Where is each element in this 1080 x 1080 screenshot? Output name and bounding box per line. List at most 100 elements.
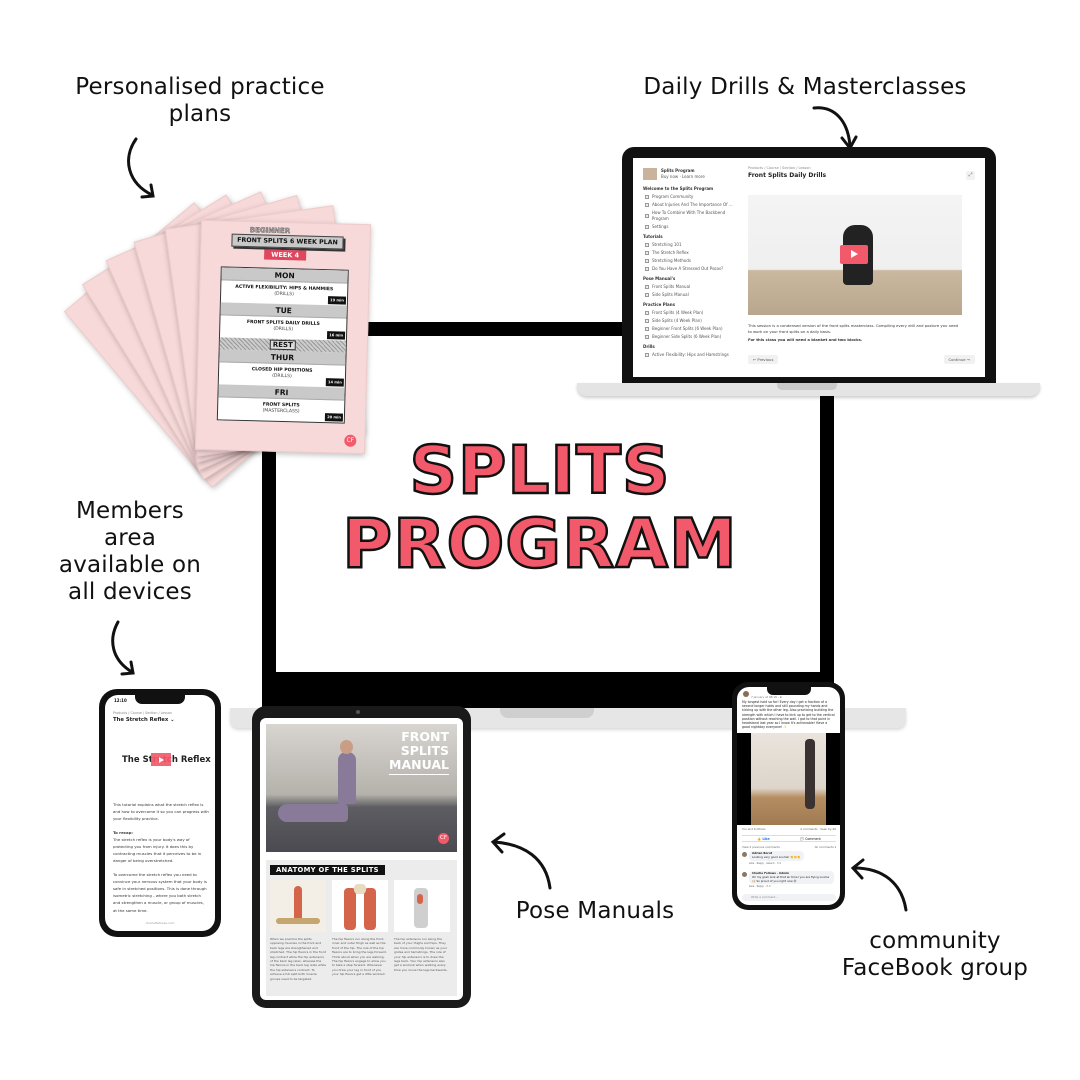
previous-button[interactable]: ← Previous	[748, 355, 779, 364]
lesson-title-dropdown[interactable]: The Stretch Reflex ⌄	[113, 717, 175, 723]
comment-controls: View 2 previous comments All comments ▾	[742, 845, 836, 849]
callout-manuals: Pose Manuals	[515, 898, 675, 924]
callout-drills: Daily Drills & Masterclasses	[643, 74, 967, 100]
anatomy-text: The hip extensors run along the back of …	[394, 937, 448, 972]
sidebar-item-label: How To Combine With The Backbend Program	[651, 210, 726, 221]
callout-community: community FaceBook group	[820, 928, 1050, 982]
avatar[interactable]	[742, 852, 747, 857]
sidebar-item[interactable]: The Stretch Reflex	[645, 250, 738, 256]
avatar[interactable]	[743, 691, 749, 697]
breadcrumb[interactable]: Products / Course / Section / Lesson	[748, 166, 811, 170]
arrow-curved-left-icon	[850, 858, 908, 912]
course-sidebar: Splits Program Buy now · Learn more Welc…	[643, 168, 738, 360]
callout-members-line2: area	[103, 525, 157, 551]
commenter-name[interactable]: Adrian Borut	[752, 851, 773, 855]
pose-figure	[340, 740, 353, 754]
callout-plans-line2: plans	[168, 101, 232, 127]
post-actions: 👍 Like 💬 Comment	[742, 835, 836, 842]
laptop-screen: Splits Program Buy now · Learn more Welc…	[633, 158, 985, 377]
phone-notch	[767, 687, 811, 695]
sidebar-item[interactable]: Front Splits (4 Week Plan)	[645, 310, 738, 316]
sidebar-item[interactable]: Beginner Side Splits (6 Week Plan)	[645, 334, 738, 340]
sidebar-item-label: Stretching 101	[652, 242, 682, 247]
lesson-paragraph: To overcome the stretch reflex you need …	[113, 871, 207, 913]
sidebar-item[interactable]: How To Combine With The Backbend Program	[645, 210, 738, 222]
plan-session: FRONT SPLITS DAILY DRILLS (DRILLS) 16 mi…	[220, 315, 347, 340]
play-icon[interactable]	[151, 753, 171, 766]
play-icon[interactable]	[840, 245, 868, 264]
comments-count[interactable]: 4 comments · Seen by 46	[800, 827, 836, 831]
sidebar-item-label: Settings	[652, 224, 669, 229]
lesson-paragraph: This tutorial explains what the stretch …	[113, 802, 209, 822]
sidebar-item-label: Side Splits Manual	[652, 292, 689, 297]
sidebar-item[interactable]: Program Community	[645, 194, 738, 200]
view-previous-comments[interactable]: View 2 previous comments	[742, 845, 780, 849]
document-icon	[645, 285, 649, 289]
program-sub[interactable]: Buy now · Learn more	[661, 174, 705, 179]
sidebar-section-title: Practice Plans	[643, 302, 675, 307]
anatomy-section: ANATOMY OF THE SPLITS When we practice t…	[266, 860, 457, 996]
sidebar-item[interactable]: Active Flexibility: Hips and Hamstrings	[645, 352, 738, 358]
document-icon	[645, 327, 649, 331]
manual-title: FRONT SPLITS MANUAL	[389, 730, 449, 772]
url-bar[interactable]: charlottefoxes.com	[145, 921, 175, 925]
write-comment-input[interactable]: Write a comment...	[742, 894, 836, 901]
brand-logo-icon: CF	[438, 833, 449, 844]
sidebar-item-label: Active Flexibility: Hips and Hamstrings	[652, 352, 729, 357]
tablet-pose-manual: FRONT SPLITS MANUAL CF ANATOMY OF THE SP…	[252, 706, 471, 1008]
comment-actions[interactable]: Like · Reply · Award · 3 d	[749, 861, 781, 865]
document-icon	[645, 311, 649, 315]
phone-members-area: 12:10 Products / Course / Section / Less…	[99, 689, 221, 937]
callout-community-line2: FaceBook group	[841, 955, 1029, 981]
plan-title: FRONT SPLITS 6 WEEK PLAN	[231, 233, 344, 250]
sidebar-item[interactable]: Front Splits Manual	[645, 284, 738, 290]
laptop-notch	[777, 383, 837, 390]
sidebar-item[interactable]: Side Splits Manual	[645, 292, 738, 298]
expand-icon[interactable]: ⤢	[966, 171, 975, 180]
headline-line1: SPLITS	[408, 431, 671, 511]
divider	[389, 774, 449, 775]
sidebar-item[interactable]: Do You Have A Stressed Out Psoas?	[645, 266, 738, 272]
session-duration: 19 min	[328, 296, 347, 305]
sidebar-item-label: The Stretch Reflex	[652, 250, 689, 255]
video-icon	[645, 259, 649, 263]
lesson-paragraph: The stretch reflex is your body's way of…	[113, 836, 202, 864]
reactions-count[interactable]: You and 6 others	[742, 827, 766, 831]
post-video[interactable]	[737, 733, 840, 825]
program-thumbnail	[643, 168, 657, 180]
callout-plans-line1: Personalised practice	[75, 74, 325, 100]
manual-title-line: FRONT	[401, 729, 449, 744]
lesson-text: This tutorial explains what the stretch …	[113, 801, 209, 914]
sidebar-item[interactable]: Side Splits (4 Week Plan)	[645, 318, 738, 324]
lesson-icon	[645, 214, 649, 218]
arrow-curved-down-icon	[812, 106, 858, 151]
sidebar-item[interactable]: Stretching Methods	[645, 258, 738, 264]
post-text: My longest hold so far! Every day I get …	[742, 700, 835, 730]
sidebar-section-title: Welcome to the Splits Program	[643, 186, 714, 191]
sidebar-item[interactable]: About Injuries And The Importance Of ...	[645, 202, 738, 208]
like-button[interactable]: 👍 Like	[757, 837, 770, 841]
callout-members-line1: Members	[76, 498, 184, 524]
arrow-curved-down-icon	[127, 137, 155, 199]
comment-filter-dropdown[interactable]: All comments ▾	[814, 845, 836, 849]
anatomy-illustration	[270, 880, 326, 932]
continue-button[interactable]: Continue →	[943, 355, 975, 364]
lesson-video[interactable]	[748, 195, 962, 315]
lesson-icon	[645, 195, 649, 199]
arrow-curved-left-icon	[490, 832, 552, 890]
anatomy-illustration	[394, 880, 450, 932]
avatar[interactable]	[742, 872, 747, 877]
desktop-monitor	[262, 322, 834, 710]
comment-button[interactable]: 💬 Comment	[800, 837, 821, 841]
session-duration: 14 min	[325, 378, 344, 387]
comment-actions[interactable]: Like · Reply · 3 d	[749, 885, 771, 889]
monitor-notch	[500, 708, 594, 718]
manual-title-line: SPLITS	[400, 743, 449, 758]
sidebar-item[interactable]: Beginner Front Splits (6 Week Plan)	[645, 326, 738, 332]
sidebar-item[interactable]: Settings	[645, 224, 738, 230]
breadcrumb[interactable]: Products / Course / Section / Lesson	[113, 711, 172, 715]
sidebar-item[interactable]: Stretching 101	[645, 242, 738, 248]
commenter-name[interactable]: Charlie Follows · Admin	[752, 871, 789, 875]
